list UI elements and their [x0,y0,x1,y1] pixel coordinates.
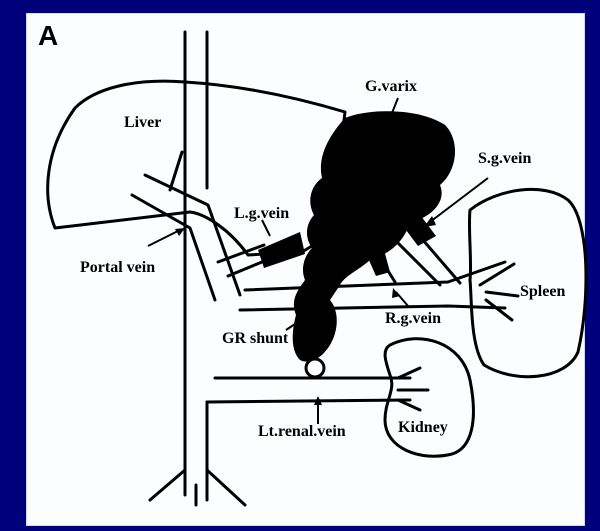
gastric-varix-label: G.varix [365,78,417,96]
left-renal-vein-branches [398,368,428,410]
gr-shunt-label: GR shunt [222,330,288,348]
left-renal-vein-vessel-inner [207,400,410,402]
left-gastric-vein-fill [258,232,305,268]
portalvein-pointer [148,230,180,246]
portal-vein-label: Portal vein [80,259,155,277]
liver-outline [48,81,345,255]
left-gastric-vein-label: L.g.vein [234,205,289,223]
spleen-label: Spleen [520,283,565,301]
right-gastric-vein-label: R.g.vein [385,310,441,328]
kidney-label: Kidney [398,419,448,437]
short-gastric-vein-label: S.g.vein [478,150,531,168]
panel-letter: A [38,20,58,52]
splenic-vein-branches [480,264,518,320]
left-renal-vein-label: Lt.renal.vein [258,423,346,441]
splenic-vein-vessel-inner [240,306,505,310]
short-gastric-vein-vessel-inner [395,240,440,285]
kidney-outline [385,339,473,457]
portal-vein-branch [170,152,182,190]
iliac-vein-branches [150,470,245,505]
left-gastric-vein-vessel-inner [228,262,262,276]
portal-vein-vessel-inner [132,195,215,300]
gr-shunt-ostium [306,359,324,377]
liver-label: Liver [124,114,161,132]
